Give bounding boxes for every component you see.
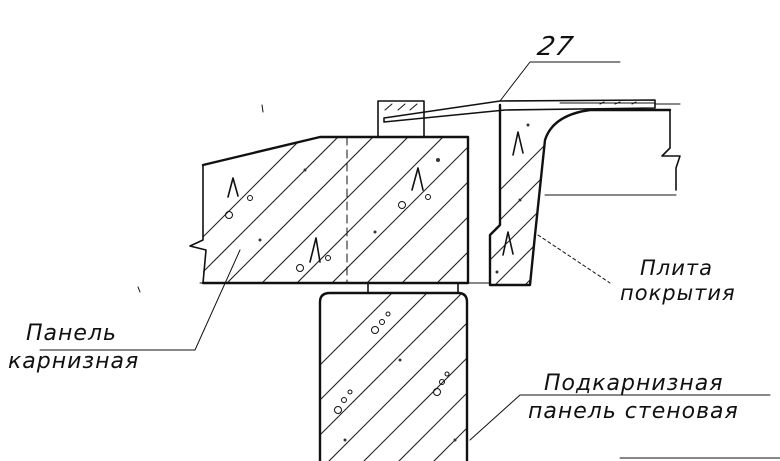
top-block	[377, 100, 425, 138]
concrete-symbols	[225, 158, 440, 272]
slab-break-line	[661, 109, 681, 191]
stray-marks	[137, 104, 780, 459]
roof-slab-outline	[488, 103, 672, 287]
cornice-panel-label-line2: карнизная	[8, 349, 139, 374]
wall-panel	[318, 291, 469, 461]
cornice-panel	[189, 135, 470, 285]
wall-aggregate-symbols	[334, 311, 457, 442]
support-pad	[199, 282, 491, 294]
roof-slab-label-line1: Плита	[640, 256, 713, 280]
wall-panel-hatching	[320, 293, 467, 461]
roof-slab-label-line2: покрытия	[620, 281, 736, 305]
wall-panel-label-line2: панель стеновая	[528, 399, 739, 424]
cornice-leader	[39, 249, 241, 351]
cornice-panel-hatching	[203, 137, 468, 283]
item-27-callout	[499, 61, 621, 102]
cornice-panel-label-line1: Панель	[26, 321, 117, 346]
wall-panel-label-line1: Подкарнизная	[544, 371, 723, 396]
item-number-label: 27	[535, 32, 576, 62]
wall-leader	[469, 394, 771, 441]
slab-leader	[537, 234, 611, 284]
leader-lines	[39, 234, 771, 441]
cornice-break-line	[189, 164, 207, 284]
wall-panel-outline	[318, 291, 469, 461]
